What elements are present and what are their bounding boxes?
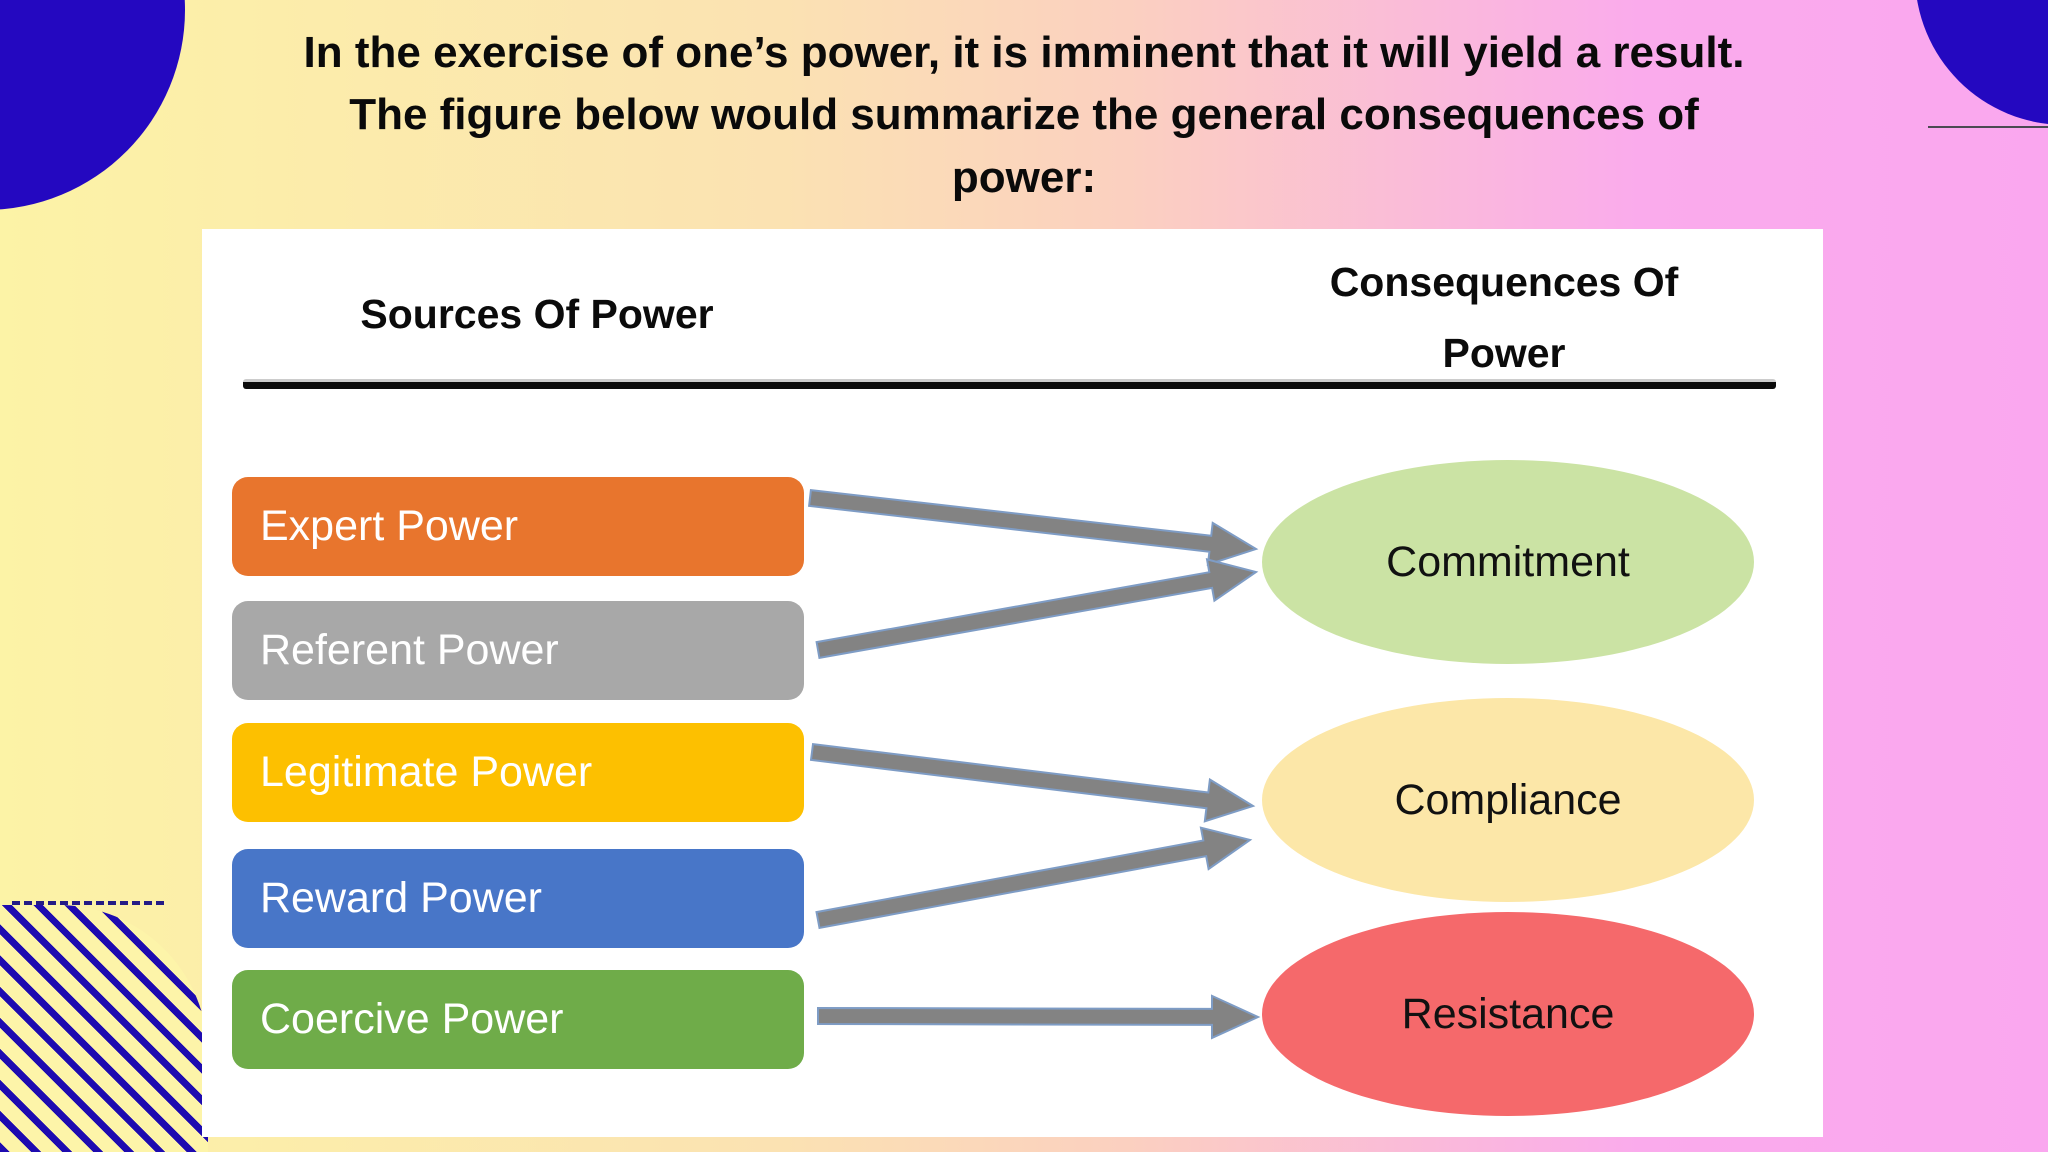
consequence-label: Commitment: [1386, 537, 1630, 586]
arrow-expert-power-to-commitment: [807, 488, 1259, 567]
consequence-label: Resistance: [1401, 989, 1615, 1038]
slide-title: In the exercise of one’s power, it is im…: [110, 22, 1938, 209]
source-box-label: Referent Power: [260, 626, 559, 674]
sources-of-power-header: Sources Of Power: [360, 291, 714, 337]
figure-panel: Sources Of Power Consequences Of Power E…: [202, 229, 1823, 1137]
consequences-of-power-header: Consequences Of Power: [1254, 247, 1754, 388]
slide-title-line-1: In the exercise of one’s power, it is im…: [303, 28, 1745, 77]
source-box-label: Legitimate Power: [260, 748, 593, 796]
slide-title-line-2: The figure below would summarize the gen…: [349, 90, 1699, 140]
source-box-label: Coercive Power: [260, 995, 564, 1043]
arrow-legitimate-power-to-compliance: [809, 742, 1256, 823]
source-box-referent-power: Referent Power: [232, 601, 804, 700]
source-box-label: Expert Power: [260, 502, 519, 550]
consequences-header-line-1: Consequences Of: [1329, 259, 1679, 305]
thin-line-decoration-top-right: [1928, 126, 2048, 128]
slide-title-line-3: power:: [951, 152, 1097, 202]
consequence-ellipse-resistance: Resistance: [1262, 912, 1754, 1116]
consequence-ellipse-commitment: Commitment: [1262, 460, 1754, 664]
source-box-legitimate-power: Legitimate Power: [232, 723, 804, 822]
arrow-referent-power-to-commitment: [815, 558, 1259, 660]
consequence-ellipse-compliance: Compliance: [1262, 698, 1754, 902]
source-box-label: Reward Power: [260, 874, 542, 922]
arrow-reward-power-to-compliance: [815, 826, 1253, 930]
arrow-coercive-power-to-resistance: [817, 994, 1261, 1040]
source-box-reward-power: Reward Power: [232, 849, 804, 948]
consequences-header-line-2: Power: [1442, 329, 1566, 376]
source-box-coercive-power: Coercive Power: [232, 970, 804, 1069]
source-box-expert-power: Expert Power: [232, 477, 804, 576]
dashed-line-decoration-bottom-left: [12, 901, 164, 905]
consequence-label: Compliance: [1394, 775, 1622, 824]
header-divider-line: [243, 379, 1776, 389]
